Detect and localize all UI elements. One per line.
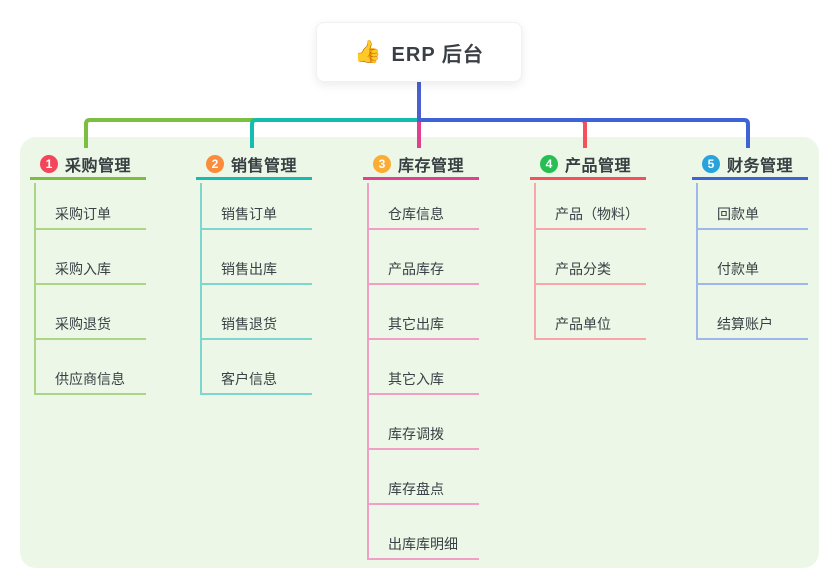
child-node[interactable]: 产品库存: [367, 253, 479, 285]
child-label: 客户信息: [221, 371, 277, 387]
child-node[interactable]: 付款单: [696, 253, 808, 285]
branch-4: 4 产品管理产品（物料） 产品分类产品单位: [530, 150, 646, 340]
child-node[interactable]: 销售订单: [200, 198, 312, 230]
branch-node-2[interactable]: 2 销售管理: [196, 150, 312, 180]
child-label: 结算账户: [717, 316, 773, 332]
branch-number-badge: 2: [206, 154, 224, 173]
child-label: 产品库存: [388, 261, 444, 277]
branch-2: 2 销售管理销售订单销售出库销售退货客户信息: [196, 150, 312, 395]
child-node[interactable]: 其它入库: [367, 363, 479, 395]
branches-canvas: [20, 137, 819, 568]
child-label: 采购退货: [55, 316, 111, 332]
child-node[interactable]: 结算账户: [696, 308, 808, 340]
root-title: ERP 后台: [391, 43, 484, 66]
branch-trunk-line: [534, 183, 536, 340]
branch-title: 库存管理: [398, 157, 465, 175]
child-node[interactable]: 产品分类: [534, 253, 646, 285]
branch-node-4[interactable]: 4 产品管理: [530, 150, 646, 180]
branch-trunk-line: [200, 183, 202, 395]
branch-number-badge: 3: [373, 154, 391, 173]
child-label: 产品（物料）: [555, 206, 639, 222]
child-label: 采购订单: [55, 206, 111, 222]
child-label: 库存调拨: [388, 426, 444, 442]
child-label: 销售出库: [221, 261, 277, 277]
child-node[interactable]: 仓库信息: [367, 198, 479, 230]
child-node[interactable]: 采购退货: [34, 308, 146, 340]
thumbs-up-icon: 👍: [354, 39, 382, 64]
branch-node-3[interactable]: 3 库存管理: [363, 150, 479, 180]
child-label: 产品分类: [555, 261, 611, 277]
branch-number-badge: 5: [702, 154, 720, 173]
child-label: 回款单: [717, 206, 759, 222]
child-label: 付款单: [717, 261, 759, 277]
child-label: 出库库明细: [388, 536, 458, 552]
branch-title: 财务管理: [727, 157, 794, 175]
child-label: 销售退货: [221, 316, 277, 332]
child-label: 产品单位: [555, 316, 611, 332]
branch-3: 3 库存管理仓库信息产品库存其它出库其它入库库存调拨库存盘点出库库明细: [363, 150, 479, 560]
branch-node-5[interactable]: 5 财务管理: [692, 150, 808, 180]
child-node[interactable]: 库存调拨: [367, 418, 479, 450]
child-node[interactable]: 产品（物料）: [534, 198, 646, 230]
child-label: 仓库信息: [388, 206, 444, 222]
branch-number-badge: 1: [40, 154, 58, 173]
branch-title: 采购管理: [65, 157, 132, 175]
child-node[interactable]: 采购订单: [34, 198, 146, 230]
branch-node-1[interactable]: 1 采购管理: [30, 150, 146, 180]
child-label: 库存盘点: [388, 481, 444, 497]
child-node[interactable]: 产品单位: [534, 308, 646, 340]
child-node[interactable]: 客户信息: [200, 363, 312, 395]
branch-title: 产品管理: [565, 157, 632, 175]
child-label: 供应商信息: [55, 371, 125, 387]
child-label: 其它出库: [388, 316, 444, 332]
child-label: 销售订单: [221, 206, 277, 222]
branch-5: 5 财务管理回款单付款单结算账户: [692, 150, 808, 340]
child-label: 采购入库: [55, 261, 111, 277]
child-node[interactable]: 库存盘点: [367, 473, 479, 505]
root-node[interactable]: 👍 ERP 后台: [316, 22, 522, 82]
child-node[interactable]: 回款单: [696, 198, 808, 230]
branch-trunk-line: [34, 183, 36, 395]
child-node[interactable]: 采购入库: [34, 253, 146, 285]
branch-trunk-line: [367, 183, 369, 560]
branch-trunk-line: [696, 183, 698, 340]
child-node[interactable]: 销售出库: [200, 253, 312, 285]
child-node[interactable]: 供应商信息: [34, 363, 146, 395]
branch-number-badge: 4: [540, 154, 558, 173]
branch-title: 销售管理: [231, 157, 298, 175]
child-label: 其它入库: [388, 371, 444, 387]
child-node[interactable]: 销售退货: [200, 308, 312, 340]
child-node[interactable]: 出库库明细: [367, 528, 479, 560]
branch-1: 1 采购管理采购订单采购入库采购退货供应商信息: [30, 150, 146, 395]
child-node[interactable]: 其它出库: [367, 308, 479, 340]
